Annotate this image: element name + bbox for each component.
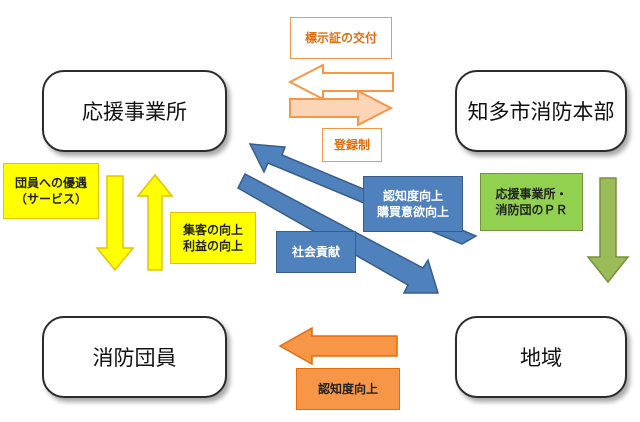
label-awareness-bottom: 認知度向上 xyxy=(296,368,400,410)
label-member-benefits: 団員への優遇 （サービス） xyxy=(3,163,99,219)
node-fire-members: 消防団員 xyxy=(42,316,227,398)
node-fire-dept-label: 知多市消防本部 xyxy=(467,100,615,124)
yellow-up-arrow xyxy=(136,173,174,271)
node-support-business-label: 応援事業所 xyxy=(82,100,187,124)
label-social-contribution: 社会貢献 xyxy=(276,231,356,273)
right-arrow-registration xyxy=(289,89,394,127)
orange-left-arrow xyxy=(278,326,398,366)
left-arrow-certificate xyxy=(287,63,394,101)
node-fire-members-label: 消防団員 xyxy=(92,346,177,370)
node-support-business: 応援事業所 xyxy=(42,70,227,152)
label-customer-profit: 集客の向上 利益の向上 xyxy=(170,212,256,264)
label-registration: 登録制 xyxy=(322,128,382,162)
label-awareness-purchase: 認知度向上 購買意欲向上 xyxy=(363,176,463,232)
node-community-label: 地域 xyxy=(520,346,562,370)
label-mark-certificate: 標示証の交付 xyxy=(290,17,392,59)
node-community: 地域 xyxy=(455,316,627,398)
green-down-arrow xyxy=(586,177,630,284)
yellow-down-arrow xyxy=(95,175,135,272)
node-fire-dept: 知多市消防本部 xyxy=(455,70,627,152)
label-pr: 応援事業所・ 消防団のＰＲ xyxy=(480,173,583,231)
